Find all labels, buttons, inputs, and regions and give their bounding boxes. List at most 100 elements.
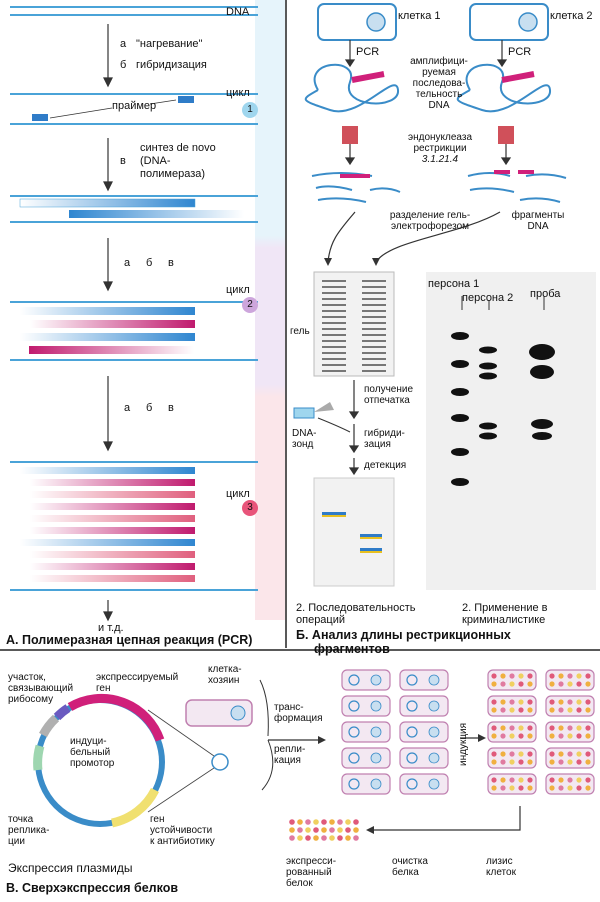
cycle2-circle bbox=[242, 297, 258, 313]
pcr-cycle3-strands bbox=[10, 461, 258, 591]
blot-bands bbox=[322, 512, 382, 553]
gel-band bbox=[322, 340, 346, 342]
sample-band bbox=[531, 419, 553, 429]
protein-dot bbox=[353, 819, 359, 825]
induction-label: индукция bbox=[458, 722, 469, 766]
blot-rect bbox=[313, 477, 395, 587]
induced-cell bbox=[487, 773, 537, 795]
expressed-gene-segment bbox=[67, 693, 165, 742]
gel-band bbox=[322, 286, 346, 288]
gel-band bbox=[322, 304, 346, 306]
cycle2-step-b: б bbox=[146, 257, 153, 269]
protein-dot bbox=[337, 835, 343, 841]
induced-cells bbox=[487, 669, 595, 795]
pcr-label-2: PCR bbox=[508, 46, 532, 58]
dna-loop-2 bbox=[456, 63, 552, 113]
cycle3-circle bbox=[242, 500, 258, 516]
gel-band bbox=[322, 328, 346, 330]
protein-dot bbox=[337, 827, 343, 833]
cycle2-step-a: а bbox=[124, 257, 131, 269]
sample-band bbox=[530, 365, 554, 379]
enzyme-block-1 bbox=[342, 126, 358, 144]
person1-band bbox=[451, 448, 469, 456]
person2-band bbox=[479, 372, 497, 380]
protein-dot bbox=[297, 835, 303, 841]
transformation-label: транс-формация bbox=[274, 702, 323, 724]
detection-label: детекция bbox=[364, 460, 407, 471]
gel-band bbox=[362, 286, 386, 288]
protein-dot bbox=[305, 835, 311, 841]
protein-dot bbox=[321, 835, 327, 841]
pcr-synthesis-strands bbox=[10, 195, 258, 223]
gel-band bbox=[322, 370, 346, 372]
step-v-text-3: полимераза) bbox=[140, 168, 206, 180]
cycle2-label: цикл bbox=[226, 284, 250, 296]
gel-band bbox=[362, 352, 386, 354]
gel-band bbox=[362, 298, 386, 300]
protein-dot bbox=[345, 827, 351, 833]
sample-band bbox=[532, 432, 552, 440]
induced-cell bbox=[545, 721, 595, 743]
gel-band bbox=[362, 334, 386, 336]
person2-band bbox=[479, 422, 497, 430]
cycle3-number: 3 bbox=[247, 502, 253, 513]
protein-dot bbox=[329, 835, 335, 841]
person1-band bbox=[451, 478, 469, 486]
gel-separation-label: разделение гель-электрофорезом bbox=[389, 210, 471, 232]
dna-loop-1 bbox=[304, 63, 400, 113]
person2-band bbox=[479, 346, 497, 354]
expressed-protein-dots bbox=[289, 819, 359, 841]
ribosome-site-segment bbox=[53, 704, 71, 721]
cycle3-label: цикл bbox=[226, 488, 250, 500]
protein-dot bbox=[329, 827, 335, 833]
gel-band bbox=[362, 304, 386, 306]
protein-dot bbox=[337, 819, 343, 825]
person1-band bbox=[451, 360, 469, 368]
pcr-cycle2-strands bbox=[10, 301, 258, 361]
gel-label: гель bbox=[290, 326, 310, 337]
gel-band bbox=[362, 322, 386, 324]
gel-band bbox=[322, 310, 346, 312]
gel-bands bbox=[322, 280, 386, 372]
pcr-arrows bbox=[103, 24, 113, 622]
gel-band bbox=[362, 346, 386, 348]
plasmid-caption: Экспрессия плазмиды bbox=[8, 861, 133, 875]
protein-dot bbox=[345, 819, 351, 825]
protein-dot bbox=[289, 827, 295, 833]
replication-label: репли-кация bbox=[274, 744, 306, 766]
replication-segment bbox=[33, 744, 45, 771]
probe-label: DNA-зонд bbox=[292, 428, 317, 450]
protein-dot bbox=[321, 819, 327, 825]
sample-band bbox=[529, 344, 555, 360]
person1-label: персона 1 bbox=[428, 278, 480, 290]
protein-dot bbox=[297, 819, 303, 825]
enzyme-block-2 bbox=[498, 126, 514, 144]
step-v-text-1: синтез de novo bbox=[140, 142, 216, 154]
primer-top bbox=[178, 96, 194, 103]
gel-band bbox=[322, 346, 346, 348]
induced-cell bbox=[487, 669, 537, 691]
pcr-title: А. Полимеразная цепная реакция (PCR) bbox=[6, 633, 253, 647]
gel-band bbox=[322, 280, 346, 282]
protein-dot bbox=[313, 835, 319, 841]
induced-cell bbox=[545, 747, 595, 769]
gel-band bbox=[362, 340, 386, 342]
protein-dot bbox=[289, 835, 295, 841]
gel-band bbox=[322, 292, 346, 294]
autoradiograph bbox=[426, 272, 596, 590]
pcr-cycle-band bbox=[255, 0, 285, 620]
gel-band bbox=[362, 358, 386, 360]
induced-cell bbox=[545, 695, 595, 717]
small-plasmid bbox=[211, 753, 229, 771]
person2-band bbox=[479, 362, 497, 370]
gel-band bbox=[362, 370, 386, 372]
transformed-cells bbox=[341, 669, 449, 795]
